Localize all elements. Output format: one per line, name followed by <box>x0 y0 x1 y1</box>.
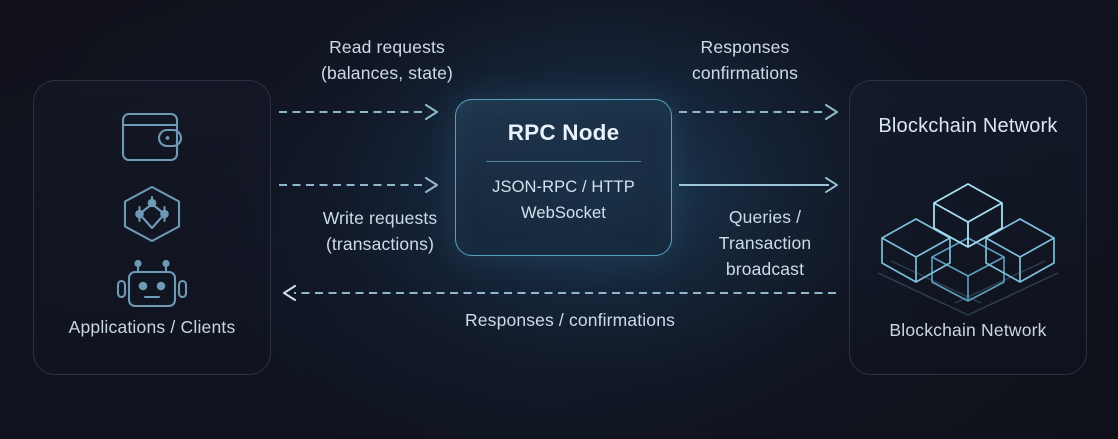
read-requests-arrow <box>279 103 445 121</box>
rpc-protocol-websocket: WebSocket <box>521 204 606 222</box>
blockchain-network-caption: Blockchain Network <box>889 320 1047 340</box>
responses-confirmations-bottom-arrow <box>280 284 836 302</box>
isometric-blocks-icon <box>873 181 1063 321</box>
rpc-node-box[interactable]: RPC Node JSON-RPC / HTTP WebSocket <box>455 99 672 256</box>
queries-transaction-broadcast-label: Queries / Transaction broadcast <box>718 207 812 279</box>
queries-transaction-broadcast-arrow <box>679 177 845 193</box>
applications-clients-panel: Applications / Clients <box>33 80 271 375</box>
client-icon-stack <box>34 105 270 317</box>
wallet-icon <box>115 105 189 169</box>
rpc-protocol-http: JSON-RPC / HTTP <box>492 178 635 196</box>
blockchain-network-panel: Blockchain Network <box>849 80 1087 375</box>
responses-confirmations-top-label: Responses confirmations <box>691 37 799 83</box>
applications-clients-caption: Applications / Clients <box>68 317 236 337</box>
blockchain-network-title: Blockchain Network <box>878 115 1058 137</box>
rpc-node-title: RPC Node <box>507 120 620 145</box>
read-requests-label: Read requests (balances, state) <box>321 37 453 83</box>
write-requests-arrow <box>279 176 445 194</box>
rpc-node-divider <box>486 161 641 162</box>
robot-icon <box>113 259 191 317</box>
write-requests-label: Write requests (transactions) <box>322 208 438 254</box>
responses-confirmations-top-arrow <box>679 103 845 121</box>
network-nodes-icon <box>117 183 187 245</box>
responses-confirmations-bottom-label: Responses / confirmations <box>465 310 675 330</box>
